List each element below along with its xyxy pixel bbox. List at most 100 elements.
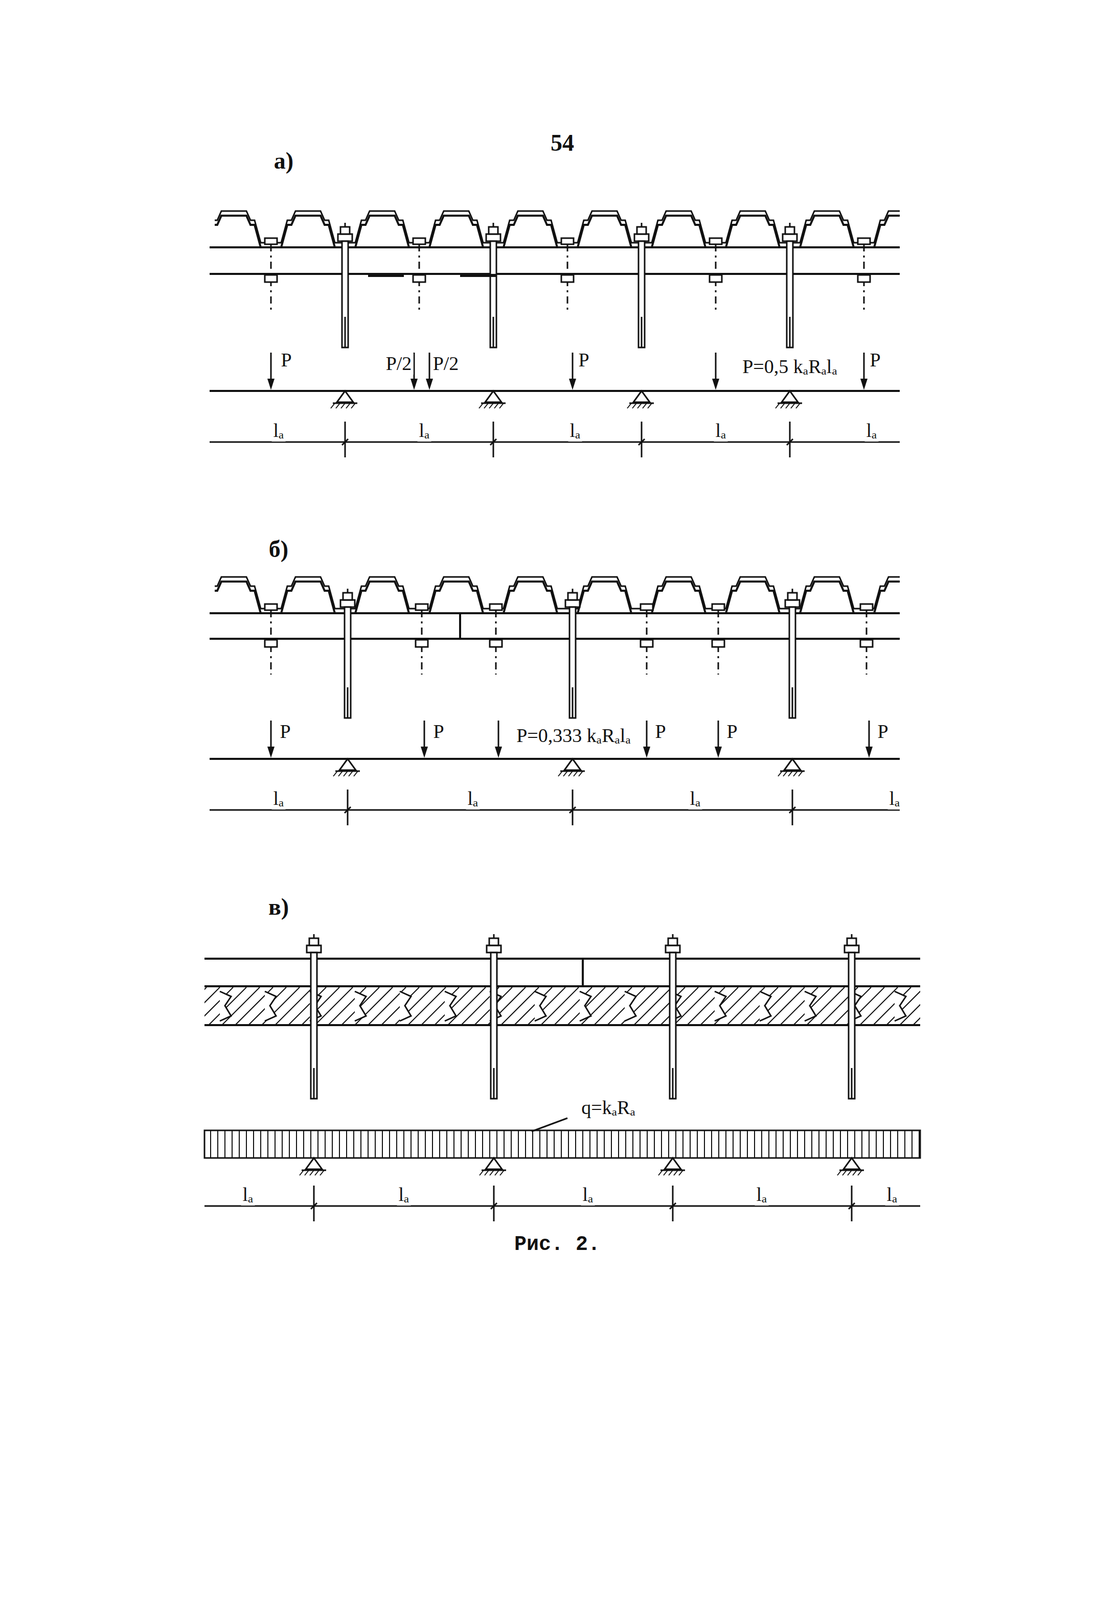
nut bbox=[634, 234, 649, 242]
support-hatch bbox=[304, 1170, 309, 1176]
joint bbox=[581, 959, 584, 987]
support-hatch bbox=[795, 403, 801, 409]
load-hatch bbox=[575, 1130, 577, 1159]
load-hatch bbox=[474, 1130, 476, 1159]
load-arrow bbox=[715, 352, 717, 381]
nut bbox=[415, 640, 428, 648]
load-hatch bbox=[253, 1130, 255, 1159]
slab-hatch bbox=[886, 987, 921, 1026]
hinge-support bbox=[485, 391, 502, 403]
arrow-head bbox=[420, 746, 428, 759]
slab-joint bbox=[714, 991, 726, 1022]
support-hatch bbox=[837, 1170, 842, 1176]
nut bbox=[340, 600, 355, 608]
dimension-tick bbox=[490, 439, 497, 446]
dimension-tick bbox=[490, 1203, 497, 1210]
slab-joint bbox=[399, 991, 412, 1022]
anchor-rod bbox=[490, 952, 497, 1100]
anchor-rod bbox=[669, 952, 676, 1100]
load-arrow bbox=[497, 720, 500, 749]
load-hatch bbox=[603, 1130, 605, 1159]
load-hatch bbox=[646, 1130, 648, 1159]
load-hatch bbox=[424, 1130, 426, 1159]
anchor-rod bbox=[638, 241, 645, 348]
load-hatch bbox=[668, 1130, 670, 1159]
support-hatch bbox=[637, 403, 642, 409]
bolt-head bbox=[712, 604, 725, 611]
dimension-label: lₐ bbox=[688, 788, 703, 810]
dimension-label: lₐ bbox=[397, 1184, 412, 1206]
load-hatch bbox=[718, 1130, 720, 1159]
slab-hatch bbox=[204, 987, 220, 1026]
dimension-tick bbox=[669, 1203, 676, 1210]
support-hatch bbox=[330, 403, 335, 409]
support-hatch bbox=[353, 771, 358, 777]
support-hatch bbox=[857, 1170, 862, 1176]
load-hatch bbox=[847, 1130, 849, 1159]
support-hatch bbox=[489, 1170, 494, 1176]
dimension-label: lₐ bbox=[417, 420, 432, 442]
slab-joint bbox=[894, 991, 906, 1022]
load-arrow bbox=[428, 352, 431, 381]
load-hatch bbox=[618, 1130, 620, 1159]
load-hatch bbox=[245, 1130, 247, 1159]
nut bbox=[488, 226, 498, 235]
bolt-head bbox=[857, 238, 871, 245]
support-hatch bbox=[335, 403, 340, 409]
load-hatch bbox=[503, 1130, 505, 1159]
anchor-thread bbox=[791, 687, 794, 719]
load-hatch bbox=[431, 1130, 433, 1159]
anchor-thread bbox=[493, 1068, 495, 1100]
dimension-label: lₐ bbox=[714, 420, 728, 442]
anchor-thread bbox=[789, 316, 791, 348]
support-hatch bbox=[678, 1170, 683, 1176]
arrow-head bbox=[865, 746, 873, 759]
load-hatch bbox=[546, 1130, 548, 1159]
support-hatch bbox=[632, 403, 637, 409]
load-hatch bbox=[260, 1130, 262, 1159]
load-arrow bbox=[270, 720, 272, 749]
load-arrow bbox=[868, 720, 871, 749]
load-hatch bbox=[517, 1130, 519, 1159]
profiled-sheet bbox=[214, 577, 900, 609]
load-hatch bbox=[653, 1130, 655, 1159]
dimension-label: P=0,5 kₐRₐlₐ bbox=[740, 356, 839, 378]
dimension-tick bbox=[786, 439, 793, 446]
bolt-end bbox=[572, 588, 574, 594]
dimension-line bbox=[209, 441, 900, 444]
nut bbox=[264, 275, 278, 283]
load-hatch bbox=[610, 1130, 612, 1159]
slab-hatch bbox=[899, 987, 921, 1026]
nut bbox=[489, 938, 499, 946]
load-hatch bbox=[839, 1130, 841, 1159]
support-hatch bbox=[484, 1170, 489, 1176]
nut bbox=[782, 234, 797, 242]
slab-joint bbox=[579, 991, 591, 1022]
panel-label: 54 bbox=[549, 130, 576, 157]
support-hatch bbox=[783, 771, 788, 777]
load-hatch bbox=[768, 1130, 770, 1159]
bolt-head bbox=[489, 604, 503, 611]
support-hatch bbox=[573, 771, 578, 777]
nut bbox=[640, 640, 653, 648]
dimension-tick bbox=[641, 421, 643, 458]
slab-joint bbox=[534, 991, 546, 1022]
load-hatch bbox=[589, 1130, 591, 1159]
slab-joint bbox=[804, 991, 816, 1022]
nut bbox=[785, 226, 795, 235]
dimension-label: lₐ bbox=[271, 420, 286, 442]
load-hatch bbox=[796, 1130, 799, 1159]
bolt-head bbox=[640, 604, 653, 611]
load-hatch bbox=[632, 1130, 634, 1159]
anchor-thread bbox=[641, 316, 643, 348]
nut bbox=[567, 593, 578, 601]
load-hatch bbox=[353, 1130, 355, 1159]
load-hatch bbox=[890, 1130, 892, 1159]
support-hatch bbox=[663, 1170, 668, 1176]
bolt-head bbox=[264, 238, 278, 245]
load-hatch bbox=[560, 1130, 562, 1159]
support-hatch bbox=[338, 771, 343, 777]
load-hatch bbox=[467, 1130, 469, 1159]
hinge-support bbox=[305, 1158, 323, 1170]
nut bbox=[860, 640, 873, 648]
